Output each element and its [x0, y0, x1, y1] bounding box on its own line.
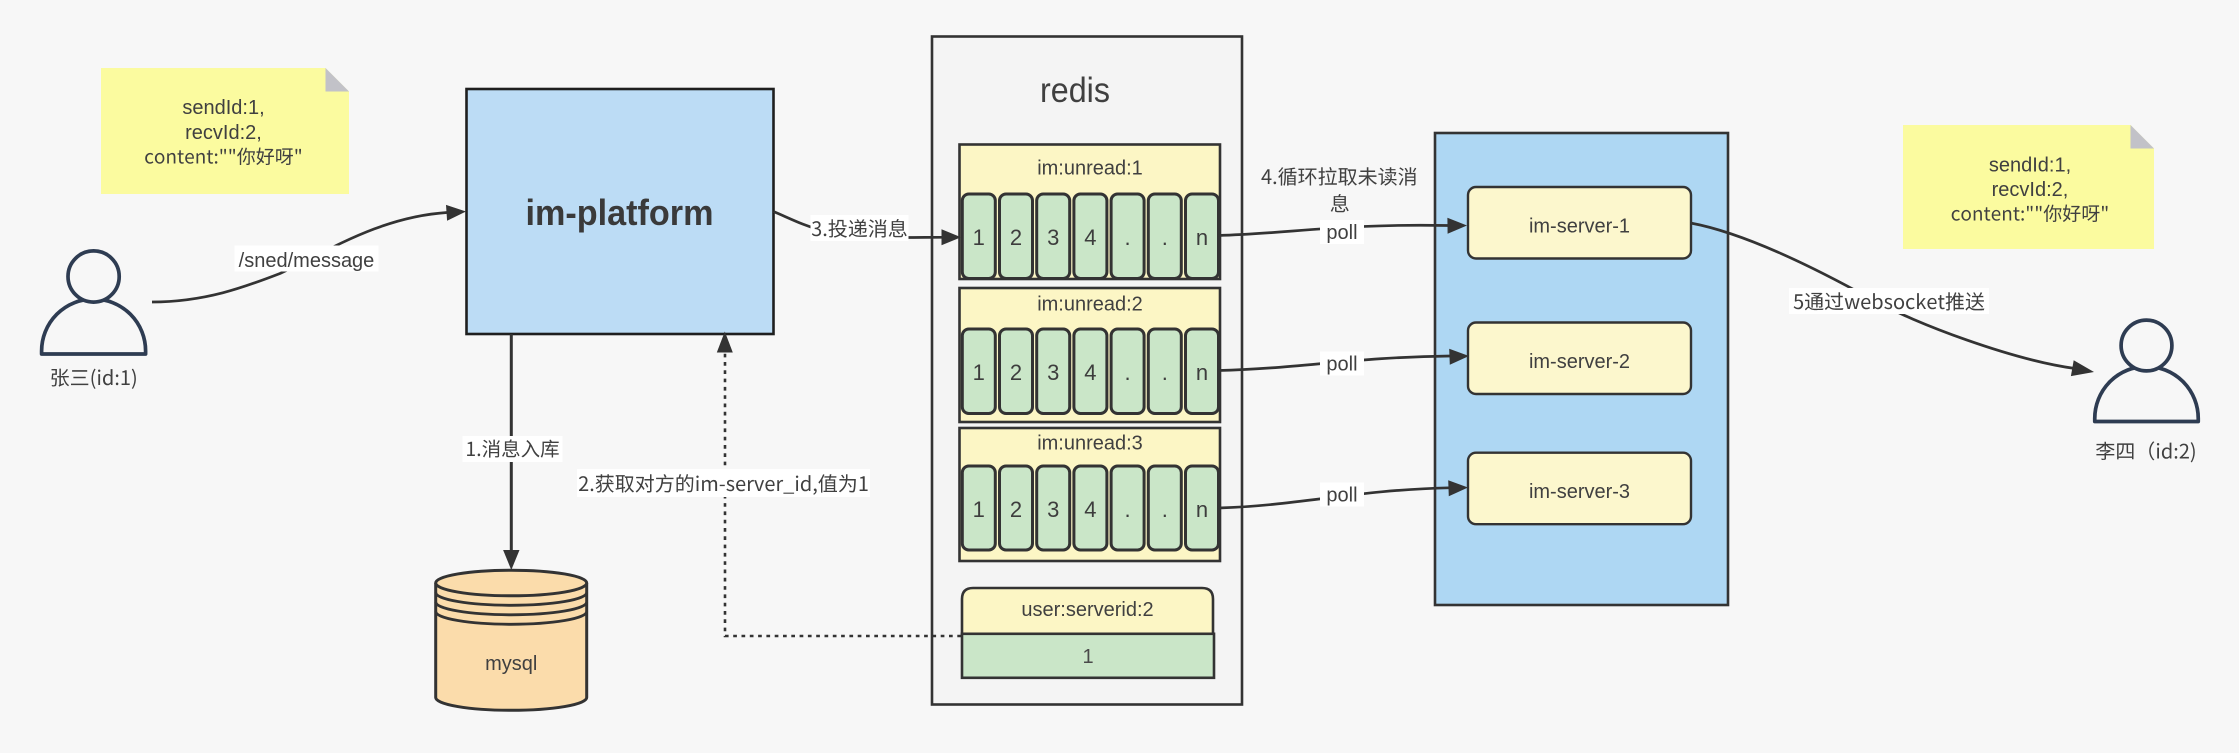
svg-text:im-server-3: im-server-3: [1529, 481, 1630, 503]
svg-text:1: 1: [973, 497, 985, 522]
svg-text:.: .: [1162, 225, 1168, 250]
svg-text:user:serverid:2: user:serverid:2: [1021, 599, 1153, 621]
svg-text:n: n: [1196, 497, 1208, 522]
svg-text:sendId:1,: sendId:1,: [1989, 155, 2071, 177]
svg-text:.: .: [1125, 497, 1131, 522]
svg-text:im:unread:1: im:unread:1: [1037, 158, 1143, 180]
svg-text:1: 1: [1082, 646, 1093, 668]
svg-text:redis: redis: [1040, 71, 1110, 110]
svg-text:1: 1: [973, 360, 985, 385]
svg-text:4: 4: [1084, 360, 1096, 385]
svg-text:im:unread:3: im:unread:3: [1037, 433, 1143, 455]
svg-text:4: 4: [1084, 497, 1096, 522]
svg-text:recvId:2,: recvId:2,: [185, 122, 262, 144]
svg-text:1: 1: [973, 225, 985, 250]
svg-text:poll: poll: [1326, 354, 1357, 376]
svg-text:3: 3: [1047, 360, 1059, 385]
svg-text:n: n: [1196, 225, 1208, 250]
svg-text:.: .: [1162, 497, 1168, 522]
svg-text:.: .: [1125, 225, 1131, 250]
svg-text:im:unread:2: im:unread:2: [1037, 294, 1143, 316]
svg-text:.: .: [1162, 360, 1168, 385]
svg-text:n: n: [1196, 360, 1208, 385]
svg-text:im-server-1: im-server-1: [1529, 216, 1630, 238]
svg-text:im-server-2: im-server-2: [1529, 351, 1630, 373]
svg-text:im-platform: im-platform: [526, 192, 714, 233]
svg-text:2: 2: [1010, 360, 1022, 385]
svg-text:mysql: mysql: [485, 653, 537, 675]
svg-text:3: 3: [1047, 497, 1059, 522]
svg-text:3: 3: [1047, 225, 1059, 250]
svg-text:/sned/message: /sned/message: [239, 250, 375, 272]
svg-text:recvId:2,: recvId:2,: [1992, 179, 2069, 201]
svg-text:sendId:1,: sendId:1,: [182, 97, 264, 119]
svg-text:poll: poll: [1326, 485, 1357, 507]
svg-text:4: 4: [1084, 225, 1096, 250]
svg-text:2: 2: [1010, 225, 1022, 250]
svg-text:2: 2: [1010, 497, 1022, 522]
svg-text:.: .: [1125, 360, 1131, 385]
svg-text:poll: poll: [1326, 222, 1357, 244]
